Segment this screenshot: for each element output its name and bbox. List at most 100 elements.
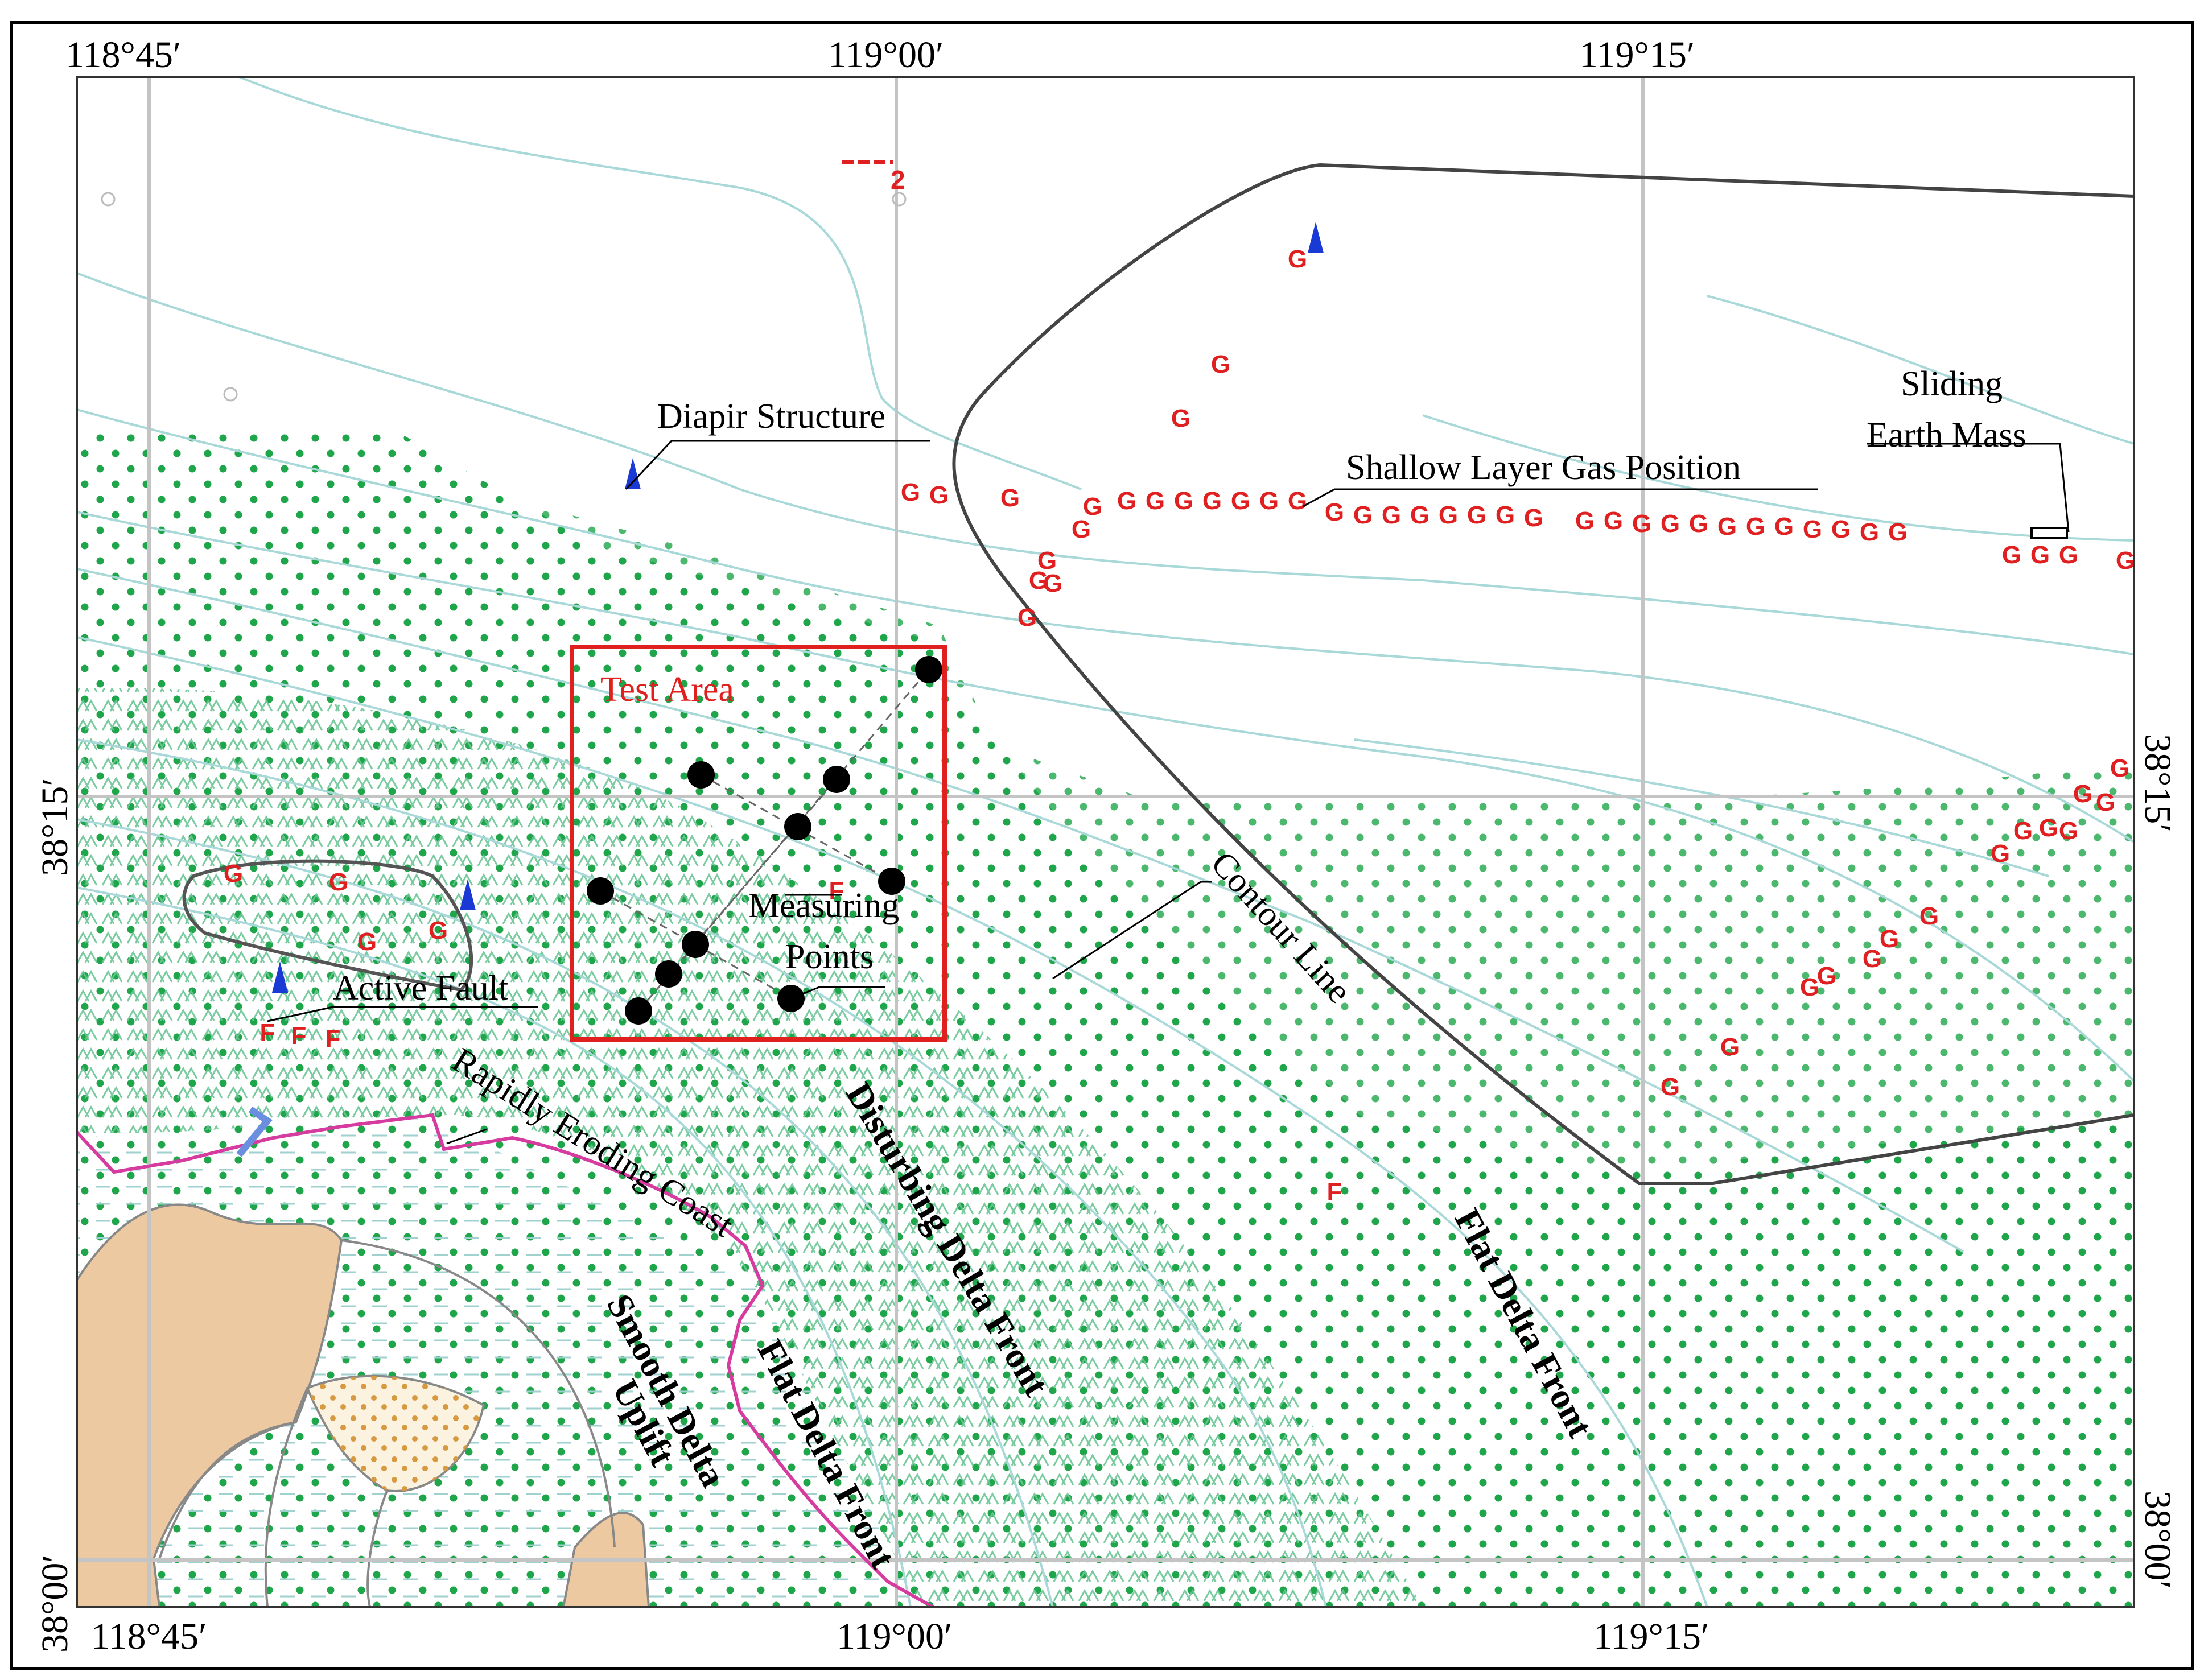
gas-marker: G <box>1382 501 1401 529</box>
gas-marker: G <box>1259 487 1279 515</box>
gas-marker: G <box>1991 840 2010 868</box>
measuring-point <box>655 960 682 988</box>
outer-frame <box>10 21 2194 1670</box>
gas-marker: G <box>1746 513 1765 540</box>
disturbing-delta-region <box>77 688 1423 1607</box>
fault-marker: F <box>1327 1178 1342 1206</box>
gas-marker: G <box>1072 515 1091 543</box>
gas-marker: G <box>1888 518 1908 546</box>
gas-marker: G <box>2013 817 2033 845</box>
gas-marker: G <box>901 478 920 506</box>
gas-marker: G <box>1439 501 1458 529</box>
measuring-point <box>878 868 905 895</box>
lat-left-label: 38°00′ <box>34 1554 76 1653</box>
gas-area-boundary <box>952 163 2134 1185</box>
gas-marker: G <box>1800 973 1819 1001</box>
gas-marker: G <box>1803 515 1822 543</box>
gas-marker: G <box>2110 754 2129 782</box>
test-area-frame <box>570 645 947 1042</box>
gas-marker: G <box>2002 541 2021 569</box>
leader-lines <box>267 440 2070 1145</box>
sliding-earth-mass-label: Sliding <box>1901 365 2003 403</box>
gas-marker: G <box>1211 350 1230 378</box>
gas-marker: G <box>929 481 949 509</box>
triangle-icon <box>625 458 641 489</box>
gas-marker: G <box>1117 487 1136 515</box>
fault-marker: F <box>326 1025 341 1052</box>
triangle-icon <box>460 879 476 910</box>
gas-marker: G <box>1496 501 1515 529</box>
gas-marker: G <box>1524 504 1543 532</box>
gas-marker: G <box>1410 501 1429 529</box>
sliding-earth-mass-label: Earth Mass <box>1867 416 2026 455</box>
gas-marker: G <box>429 917 448 944</box>
fault-marker: F <box>260 1019 275 1047</box>
fault-marker: F <box>291 1022 307 1050</box>
sliding-earth-mass-marker <box>2030 527 2068 539</box>
active-fault-ellipse <box>182 859 473 992</box>
shallow-gas-label: Shallow Layer Gas Position <box>1346 448 1741 487</box>
triangle-icon <box>272 961 288 993</box>
gas-marker: G <box>2039 814 2058 842</box>
active-fault-label: Active Fault <box>333 969 508 1008</box>
gas-marker: G <box>1043 569 1062 597</box>
lon-bottom-label: 119°15′ <box>1593 1616 1709 1657</box>
gas-marker: G <box>1325 498 1344 526</box>
gas-marker: G <box>1000 484 1020 512</box>
gas-marker: G <box>1720 1033 1740 1061</box>
land-mass-left <box>77 1203 343 1607</box>
gas-marker: G <box>1146 487 1165 515</box>
map-border <box>76 76 2135 1608</box>
gas-marker: G <box>1831 515 1851 543</box>
gas-marker: G <box>1604 507 1623 535</box>
measuring-point <box>784 813 811 840</box>
gas-marker: G <box>1231 487 1250 515</box>
gas-marker: G <box>1661 1073 1680 1101</box>
diapir-triangles <box>272 222 1324 993</box>
measuring-point <box>687 761 715 789</box>
measuring-points-label: Points <box>785 938 874 976</box>
gas-marker: G <box>1863 945 1882 973</box>
gas-marker: G <box>329 868 348 896</box>
fault-marker: F <box>829 877 844 905</box>
measuring-point <box>587 877 614 905</box>
gas-marker: G <box>1353 501 1373 529</box>
grid-lines <box>77 77 2134 1607</box>
gas-marker: G <box>1288 245 1307 273</box>
gas-marker: G <box>1717 513 1737 540</box>
lon-top-label: 119°15′ <box>1579 34 1695 76</box>
gas-marker: G <box>1467 501 1486 529</box>
gas-marker: G <box>1575 507 1595 535</box>
measuring-point <box>823 766 850 793</box>
gas-marker: G <box>2059 817 2078 845</box>
lat-right-label: 38°00′ <box>2137 1491 2178 1589</box>
gas-marker: G <box>1817 962 1836 990</box>
diapir-structure-label: Diapir Structure <box>657 397 885 436</box>
gas-marker: G <box>1774 513 1794 540</box>
gas-marker: G <box>1632 510 1651 538</box>
lat-right-label: 38°15′ <box>2137 734 2178 832</box>
measuring-points <box>587 656 942 1025</box>
gas-marker: G <box>1017 604 1037 631</box>
lon-top-label: 119°00′ <box>828 34 944 76</box>
gas-marker: G <box>2096 789 2115 816</box>
gas-marker: G <box>1689 510 1708 538</box>
gas-marker: G <box>1661 510 1680 538</box>
test-area-label: Test Area <box>600 670 734 709</box>
gas-marker: G <box>1919 902 1939 930</box>
measuring-point <box>682 931 709 958</box>
gas-marker: G <box>1037 547 1057 575</box>
lat-left-label: 38°15′ <box>34 778 76 876</box>
gas-marker: G <box>2116 547 2135 575</box>
measuring-point <box>625 997 652 1025</box>
gas-marker: G <box>1174 487 1193 515</box>
gas-marker: G <box>357 928 377 956</box>
gas-marker: G <box>1202 487 1222 515</box>
lon-bottom-label: 118°45′ <box>91 1616 207 1657</box>
gas-marker: G <box>1880 925 1899 953</box>
measuring-point <box>915 656 942 683</box>
gas-marker: G <box>1171 404 1190 432</box>
gas-marker: G <box>2059 541 2078 569</box>
